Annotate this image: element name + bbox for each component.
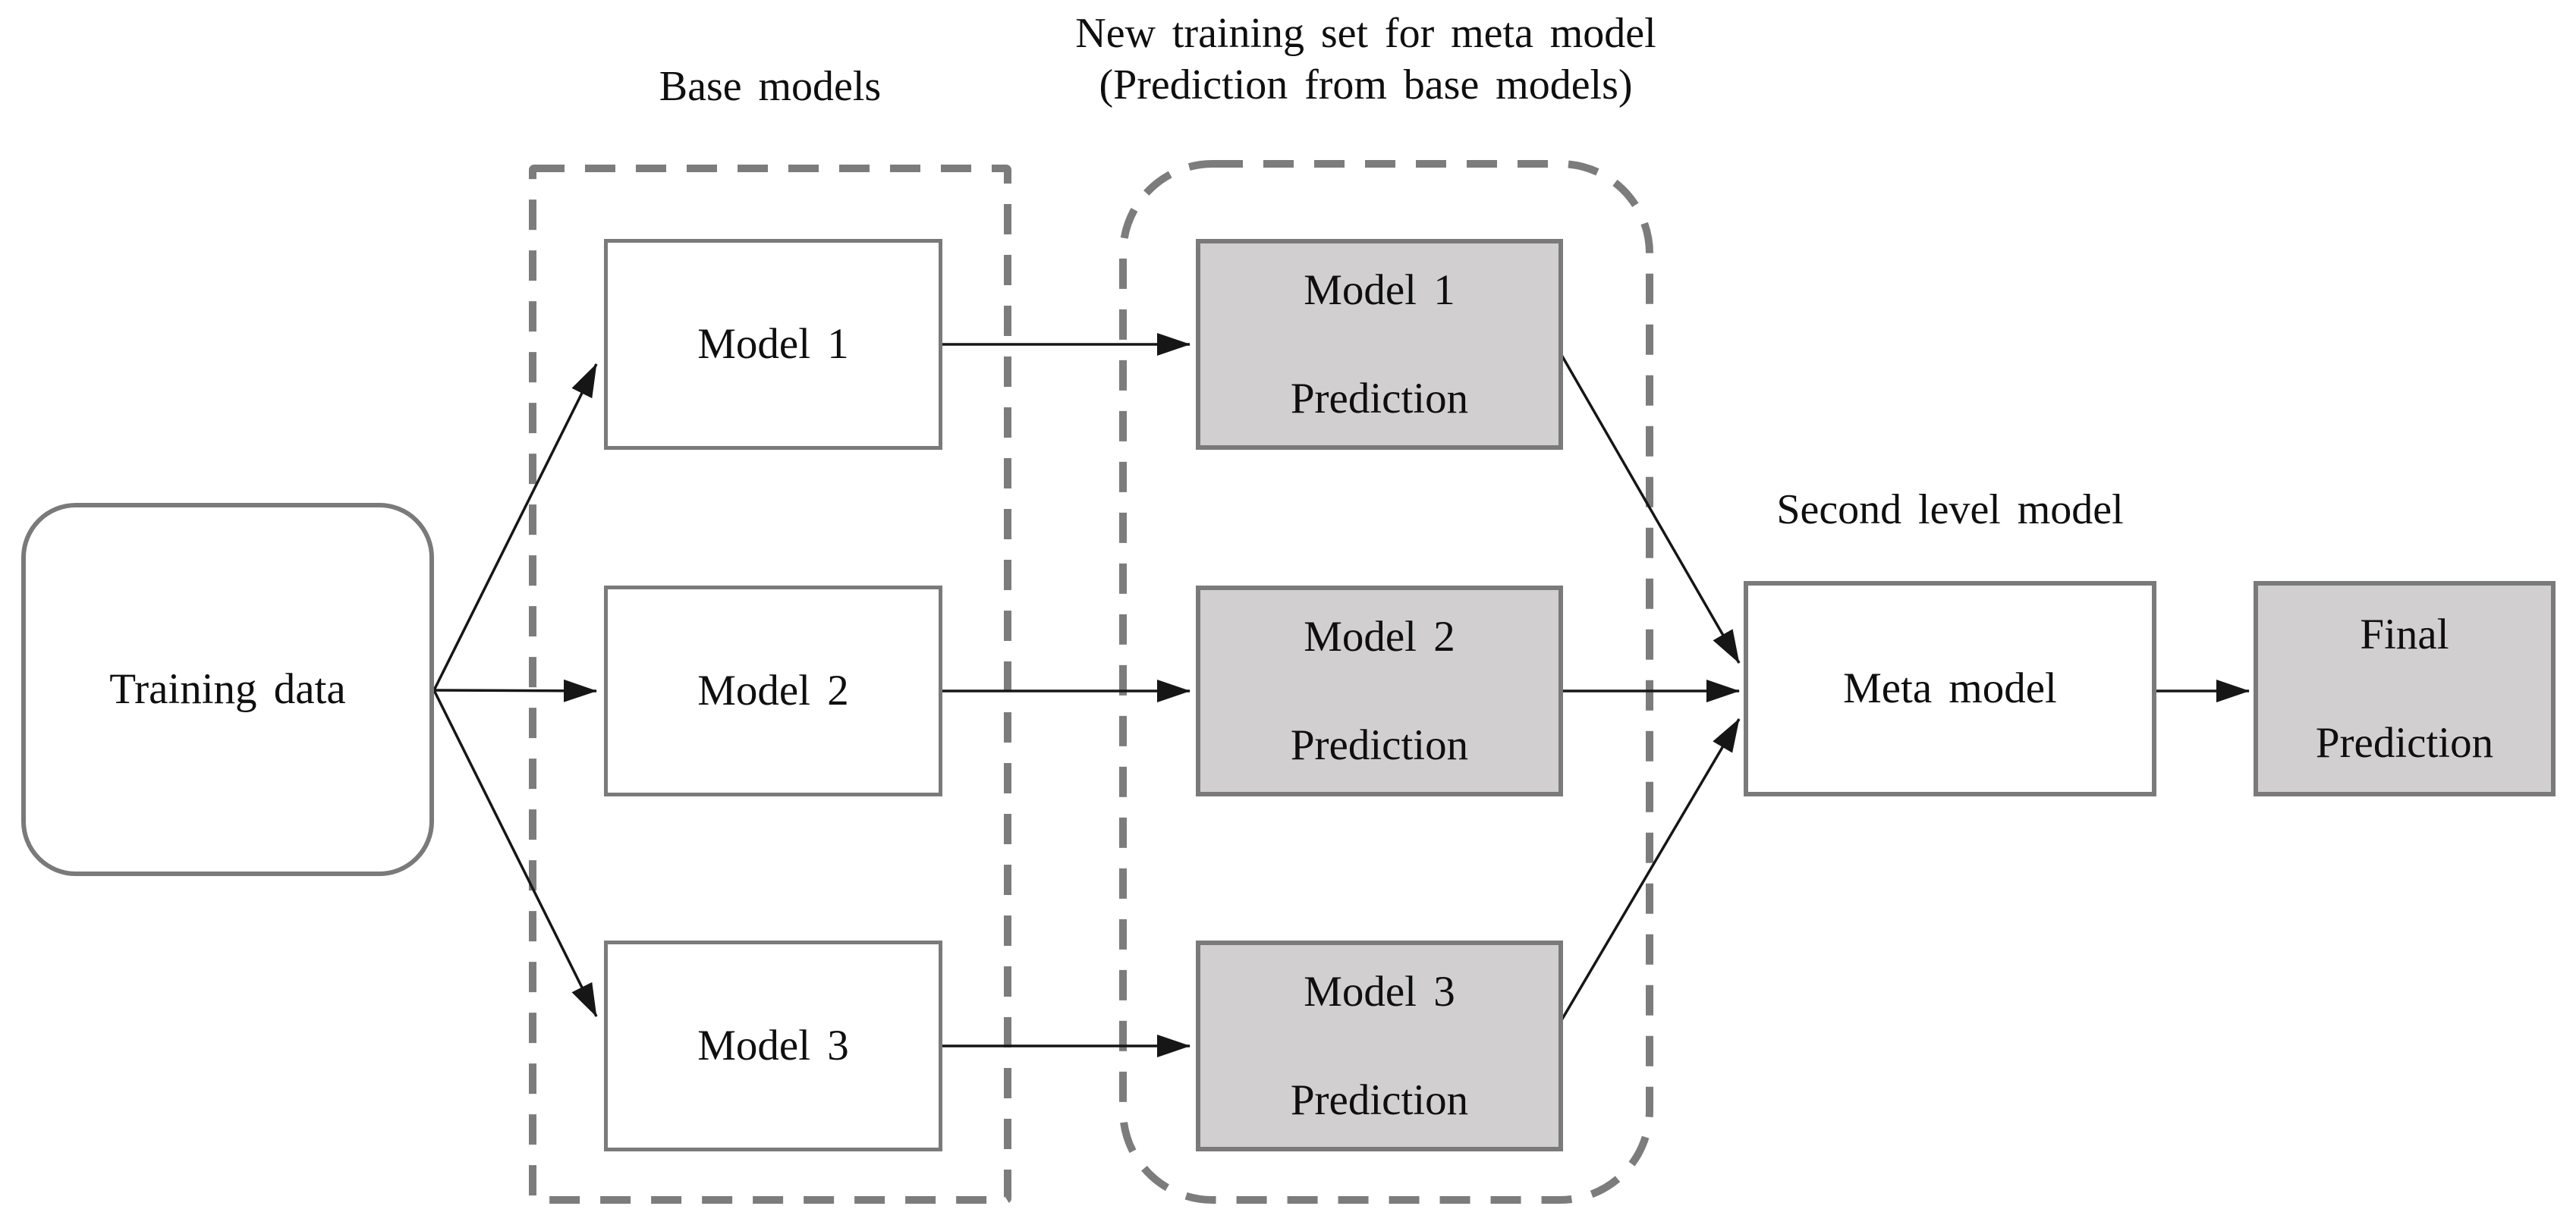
model-3-prediction-line1: Model 3	[1304, 968, 1455, 1016]
predictions-group-title-line2: (Prediction from base models)	[1099, 61, 1633, 109]
model-1-label: Model 1	[697, 320, 849, 369]
connector-training-to-model-3	[432, 689, 598, 1017]
connector-training-to-model-1	[432, 363, 598, 691]
model-2-prediction-line2: Prediction	[1290, 721, 1469, 769]
connector-prediction-1-to-meta	[1560, 354, 1741, 664]
second-level-model-label: Second level model	[1776, 486, 2124, 533]
training-data-node: Training data	[21, 503, 434, 876]
model-1-prediction-label: Model 1 Prediction	[1291, 263, 1468, 426]
model-1-prediction-node: Model 1 Prediction	[1196, 239, 1563, 450]
model-2-prediction-label: Model 2 Prediction	[1291, 610, 1468, 772]
model-3-prediction-label: Model 3 Prediction	[1291, 965, 1468, 1127]
base-models-group-label: Base models	[659, 63, 882, 110]
model-3-node: Model 3	[604, 941, 942, 1151]
model-3-prediction-line2: Prediction	[1290, 1076, 1469, 1124]
predictions-group-title: New training set for meta model (Predict…	[1062, 8, 1669, 111]
final-prediction-line2: Prediction	[2315, 718, 2494, 767]
model-3-label: Model 3	[697, 1022, 849, 1070]
model-2-prediction-line1: Model 2	[1304, 613, 1455, 661]
final-prediction-node: Final Prediction	[2254, 581, 2556, 796]
predictions-dashed-container	[1119, 160, 1653, 1204]
training-data-label: Training data	[109, 665, 346, 714]
model-1-node: Model 1	[604, 239, 942, 450]
model-2-label: Model 2	[697, 667, 849, 715]
base-models-dashed-container	[529, 165, 1011, 1204]
connector-training-to-model-2	[433, 679, 597, 702]
meta-model-node: Meta model	[1744, 581, 2156, 796]
model-1-prediction-line2: Prediction	[1290, 374, 1469, 422]
model-2-prediction-node: Model 2 Prediction	[1196, 586, 1563, 796]
predictions-group-title-line1: New training set for meta model	[1075, 10, 1656, 57]
connector-prediction-3-to-meta	[1560, 718, 1741, 1021]
model-2-node: Model 2	[604, 586, 942, 796]
final-prediction-label: Final Prediction	[2316, 608, 2493, 770]
model-1-prediction-line1: Model 1	[1304, 266, 1455, 315]
final-prediction-line1: Final	[2360, 611, 2449, 659]
meta-model-label: Meta model	[1843, 664, 2057, 713]
model-3-prediction-node: Model 3 Prediction	[1196, 941, 1563, 1151]
